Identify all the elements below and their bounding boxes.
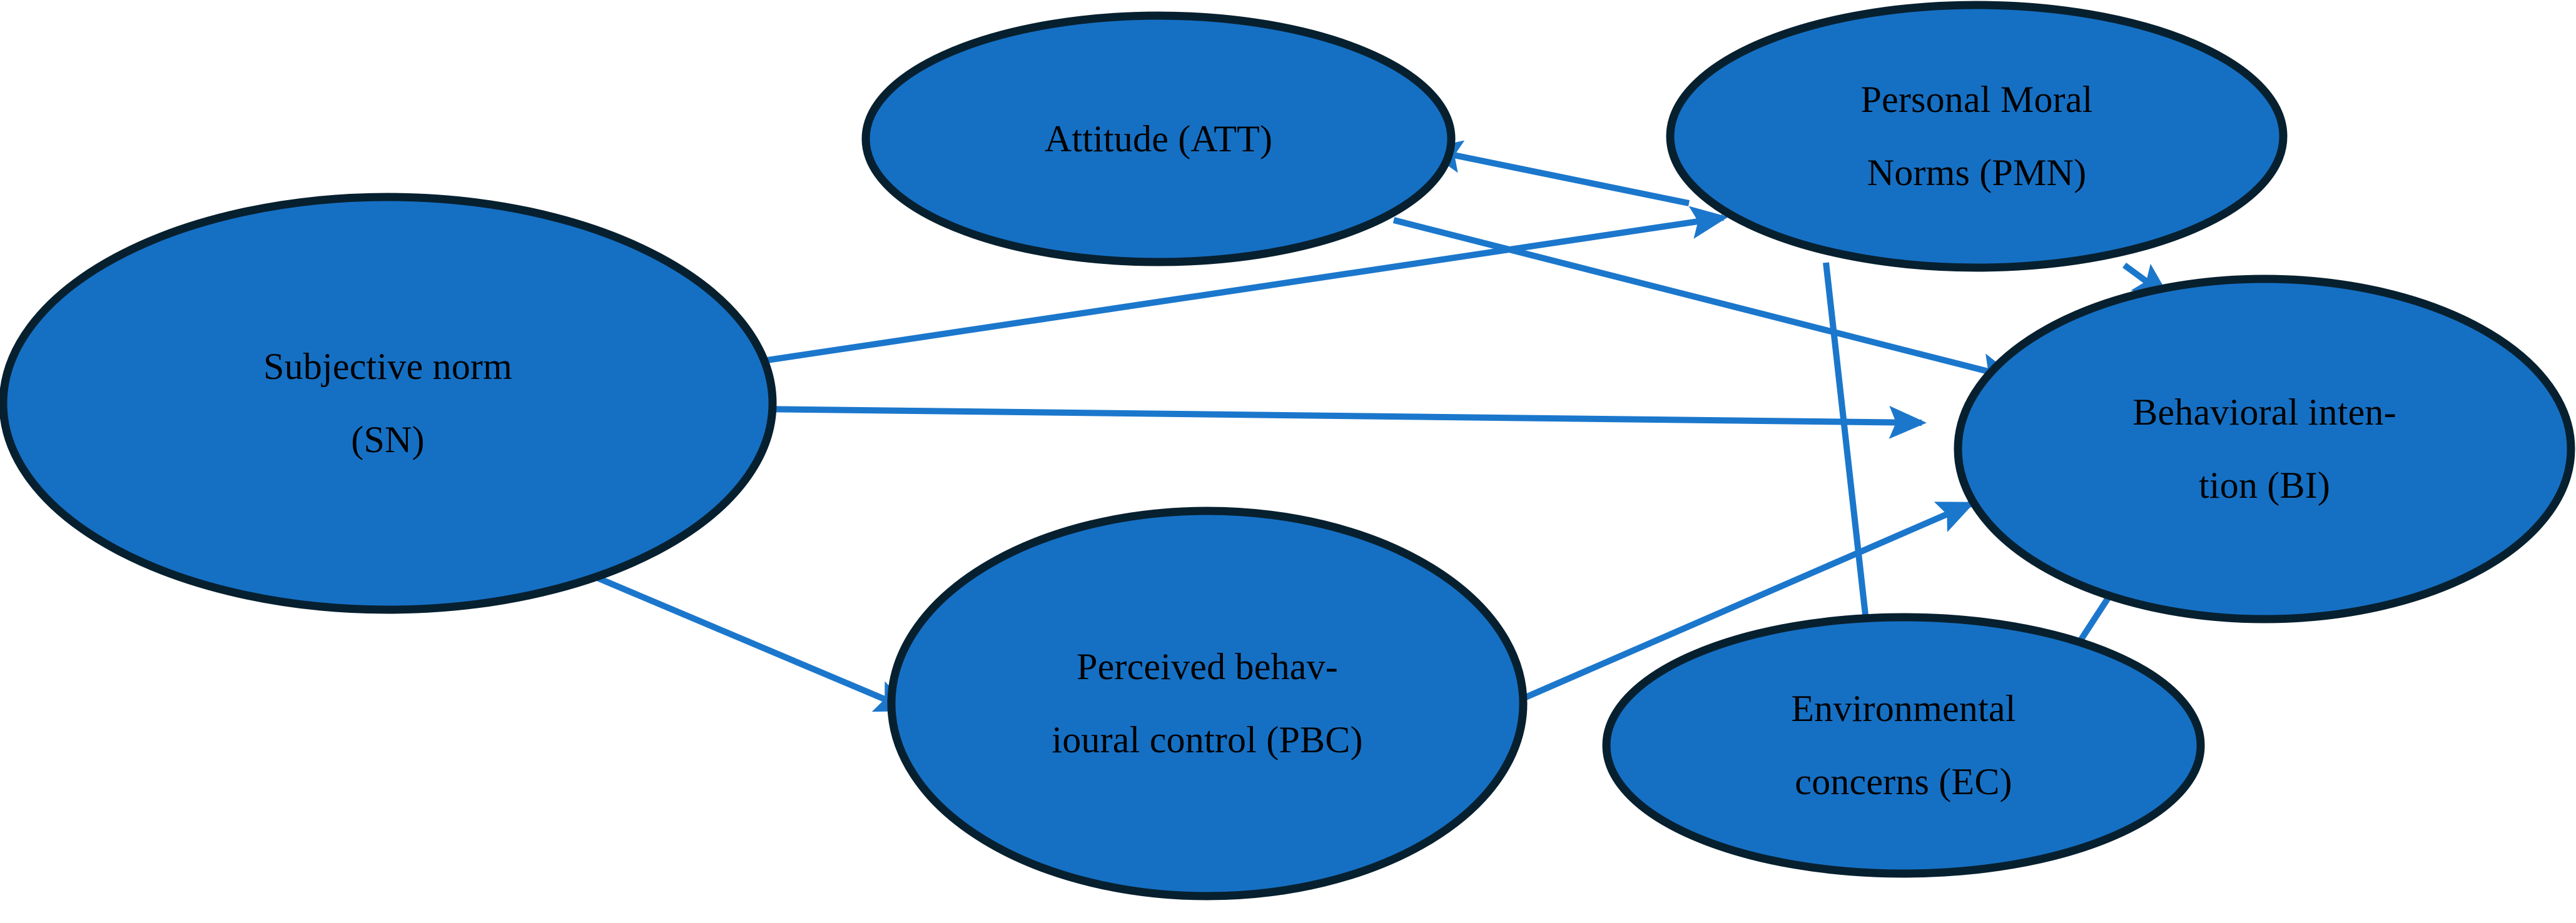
node-ellipse-attitude[interactable] — [861, 11, 1456, 266]
edge-subjective-norm-to-pmn — [599, 206, 1728, 388]
node-ellipse-behavioral-intention[interactable] — [1954, 275, 2575, 623]
edge-pmn-to-attitude — [1424, 140, 1690, 206]
node-ellipse-environmental-concerns[interactable] — [1602, 613, 2205, 878]
node-ellipse-perceived-behavioural-control[interactable] — [887, 507, 1528, 900]
edge-perceived-behavioural-control-to-behavioral-intention — [1520, 501, 1975, 702]
edge-pmn-to-environmental-concerns — [1823, 262, 1869, 621]
edge-subjective-norm-to-behavioral-intention — [599, 404, 1927, 439]
nodes-layer — [0, 1, 2575, 900]
node-ellipse-personal-moral-norms[interactable] — [1666, 1, 2288, 272]
edge-attitude-to-behavioral-intention — [1392, 217, 2018, 386]
node-ellipse-subjective-norm[interactable] — [0, 193, 777, 614]
